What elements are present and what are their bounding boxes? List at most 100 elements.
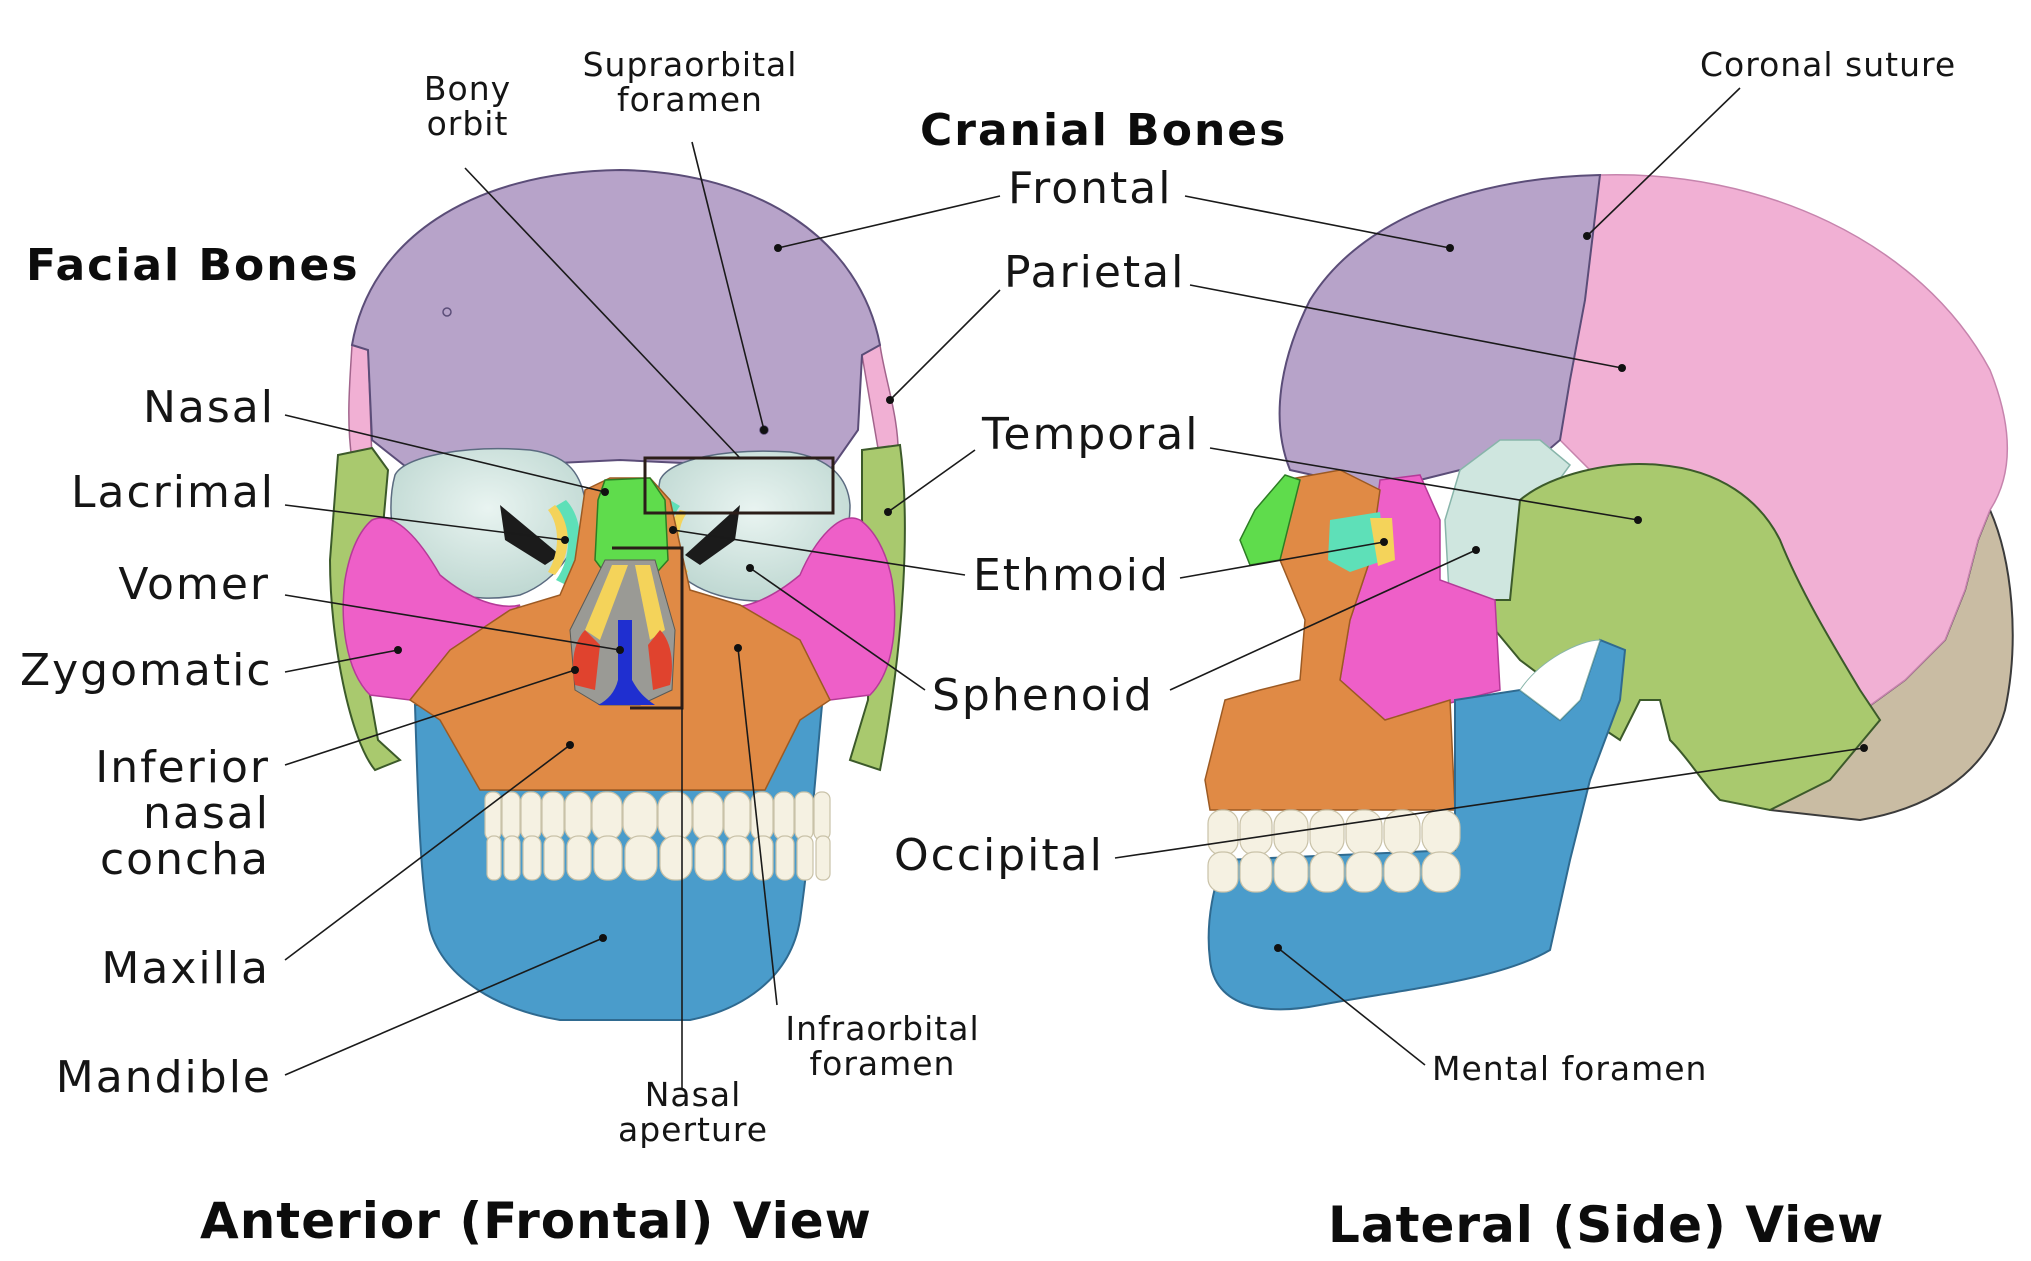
- lower-tooth: [593, 835, 623, 881]
- label-frontal: Frontal: [1008, 163, 1173, 214]
- label-inferior-nasal-concha-line-2: nasal: [143, 788, 270, 840]
- label-bony-orbit-line-2: orbit: [426, 103, 509, 143]
- leader-vomer: [284, 594, 621, 651]
- upper-tooth: [813, 791, 831, 841]
- upper-tooth: [1207, 809, 1239, 856]
- lower-tooth: [1383, 851, 1421, 893]
- leader-sphenoid-lateral: [1169, 549, 1477, 691]
- label-inferior-nasal-concha-line-1: Inferior: [95, 742, 270, 793]
- leader-bony-orbit: [464, 167, 741, 459]
- dot-occipital-lateral: [1860, 744, 1868, 752]
- leader-nasal: [284, 414, 606, 493]
- label-occipital: Occipital: [894, 830, 1104, 881]
- leader-parietal-lateral: [1189, 284, 1623, 369]
- dot-frontal-anterior: [774, 244, 782, 252]
- lateral-mandibular-notch: [1519, 639, 1601, 721]
- leader-temporal-anterior: [887, 449, 976, 513]
- dot-mental-foramen: [1274, 944, 1282, 952]
- lower-tooth: [486, 835, 502, 881]
- anterior-frontal: [350, 168, 882, 472]
- anterior-conchae-right: [648, 630, 672, 690]
- upper-tooth: [1239, 809, 1273, 856]
- dot-zygomatic: [394, 646, 402, 654]
- leader-infraorbital: [737, 647, 778, 1006]
- upper-tooth: [520, 791, 542, 841]
- anterior-nasal-cartilage-left: [585, 565, 628, 640]
- dot-concha: [571, 666, 579, 674]
- upper-tooth: [564, 791, 592, 841]
- label-infraorbital-foramen: Infraorbital foramen: [770, 1011, 995, 1081]
- label-supraorbital-foramen-line-1: Supraorbital: [582, 45, 798, 84]
- lower-tooth: [1345, 851, 1383, 893]
- lower-tooth: [566, 835, 592, 881]
- lower-tooth: [503, 835, 521, 881]
- upper-tooth: [1421, 809, 1461, 856]
- upper-tooth: [1309, 809, 1345, 856]
- label-coronal-suture: Coronal suture: [1700, 45, 1957, 84]
- upper-tooth: [501, 791, 521, 841]
- dot-lacrimal: [561, 536, 569, 544]
- dot-vomer: [616, 646, 624, 654]
- lower-tooth: [1273, 851, 1309, 893]
- label-ethmoid: Ethmoid: [973, 550, 1170, 601]
- upper-tooth: [622, 791, 658, 841]
- label-nasal-aperture-line-2: aperture: [617, 1109, 769, 1149]
- upper-tooth: [541, 791, 565, 841]
- lower-tooth: [522, 835, 542, 881]
- lower-tooth: [624, 835, 658, 881]
- label-nasal-aperture: Nasal aperture: [608, 1077, 778, 1149]
- upper-tooth: [773, 791, 795, 841]
- label-nasal: Nasal: [143, 382, 275, 433]
- label-sphenoid: Sphenoid: [932, 670, 1154, 721]
- dot-ethmoid-anterior: [669, 526, 677, 534]
- dot-temporal-anterior: [884, 508, 892, 516]
- leader-maxilla: [284, 744, 571, 961]
- upper-tooth: [723, 791, 751, 841]
- label-mandible: Mandible: [55, 1052, 272, 1103]
- dot-infraorbital: [734, 644, 742, 652]
- leader-sphenoid-anterior: [749, 567, 926, 691]
- anterior-view-title: Anterior (Frontal) View: [200, 1192, 872, 1250]
- lower-tooth: [815, 835, 831, 881]
- leader-mandible: [284, 937, 604, 1076]
- dot-ethmoid-lateral: [1380, 538, 1388, 546]
- anterior-supraorbital-foramen-mark-left: [442, 307, 452, 317]
- label-bony-orbit: Bony orbit: [410, 71, 525, 143]
- anterior-teeth: [484, 791, 831, 881]
- leader-coronal-suture: [1586, 87, 1741, 237]
- anterior-orbit-fissure-right: [685, 505, 740, 565]
- dot-coronal-suture: [1583, 232, 1591, 240]
- lower-tooth: [1309, 851, 1345, 893]
- upper-tooth: [692, 791, 724, 841]
- lower-tooth: [1207, 851, 1239, 893]
- label-supraorbital-foramen-line-2: foramen: [617, 79, 763, 119]
- dot-sphenoid-lateral: [1472, 546, 1480, 554]
- label-inferior-nasal-concha: Inferior nasal concha: [60, 742, 270, 884]
- dot-parietal-lateral: [1618, 364, 1626, 372]
- lower-tooth: [725, 835, 751, 881]
- label-zygomatic: Zygomatic: [20, 645, 273, 696]
- label-parietal: Parietal: [1004, 247, 1186, 298]
- leader-parietal-anterior: [889, 289, 1001, 401]
- leader-supraorbital: [691, 141, 765, 431]
- leader-lacrimal: [284, 504, 566, 541]
- dot-mandible: [599, 934, 607, 942]
- leader-frontal-lateral: [1184, 195, 1451, 249]
- dot-frontal-lateral: [1446, 244, 1454, 252]
- leader-temporal-lateral: [1209, 447, 1639, 521]
- dot-parietal-anterior: [886, 396, 894, 404]
- anterior-aperture-highlight-box: [612, 546, 684, 710]
- leader-mental-foramen: [1277, 947, 1426, 1066]
- leader-frontal-anterior: [777, 195, 1001, 249]
- dot-temporal-lateral: [1634, 516, 1642, 524]
- lateral-view-title: Lateral (Side) View: [1328, 1196, 1885, 1254]
- anterior-vomer: [598, 620, 655, 705]
- lower-tooth: [1239, 851, 1273, 893]
- anterior-skull: [328, 168, 906, 1021]
- lateral-temporal: [1488, 463, 1882, 812]
- lower-tooth: [775, 835, 795, 881]
- lateral-mandible: [1207, 638, 1627, 1011]
- dot-sphenoid-anterior: [746, 564, 754, 572]
- lower-tooth: [796, 835, 814, 881]
